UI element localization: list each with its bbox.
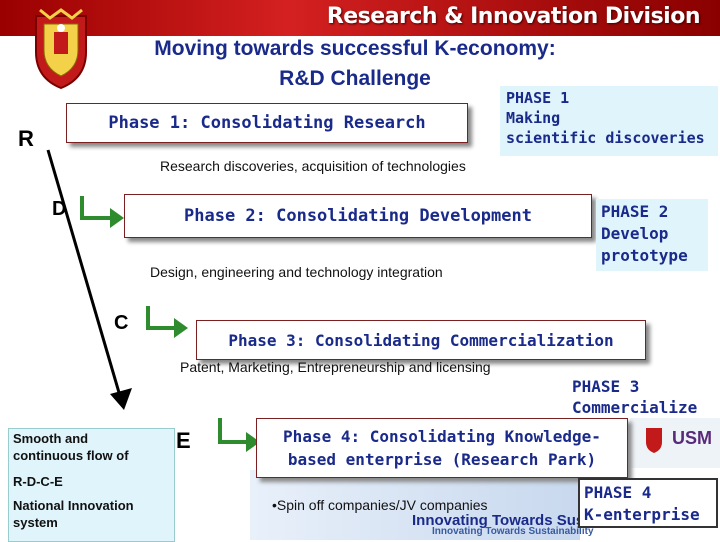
university-crest-icon [35, 8, 87, 90]
slide-title-line1: Moving towards successful K-economy: [154, 37, 556, 60]
phase3-side-title: PHASE 3 [572, 377, 640, 396]
phase2-box: Phase 2: Consolidating Development [124, 194, 592, 238]
panel-line1: Smooth and [13, 431, 89, 446]
footer-brand-line2: Innovating Towards Sustainability [432, 526, 594, 537]
green-arrowhead-d [110, 208, 124, 228]
university-logo: USM [630, 418, 720, 468]
phase4-side-line1: K-enterprise [584, 505, 700, 524]
logo-text: USM [672, 428, 712, 448]
green-arrowhead-c [174, 318, 188, 338]
flow-letter-e: E [176, 428, 191, 453]
phase2-side-box: PHASE 2 Develop prototype [596, 199, 708, 271]
green-arrow-c [146, 306, 176, 330]
phase2-side-line2: prototype [601, 246, 688, 265]
phase4-label-line1: Phase 4: Consolidating Knowledge- [283, 427, 601, 446]
rdce-flow-arrowhead [110, 388, 132, 410]
panel-line4: National Innovation [13, 498, 134, 513]
phase2-side-line1: Develop [601, 224, 669, 243]
phase1-description: Research discoveries, acquisition of tec… [160, 158, 466, 174]
phase2-description: Design, engineering and technology integ… [150, 264, 443, 280]
phase2-side-title: PHASE 2 [601, 202, 669, 221]
logo-crest-icon [646, 428, 662, 453]
phase1-label: Phase 1: Consolidating Research [108, 113, 426, 133]
panel-line3: R-D-C-E [13, 474, 63, 489]
phase4-box: Phase 4: Consolidating Knowledge- based … [256, 418, 628, 478]
phase1-side-line2: scientific discoveries [506, 129, 705, 147]
phase1-side-title: PHASE 1 [506, 89, 570, 107]
phase3-label: Phase 3: Consolidating Commercialization [228, 330, 614, 350]
footer-brand-band [250, 470, 580, 540]
phase3-description: Patent, Marketing, Entrepreneurship and … [180, 359, 491, 375]
phase4-description: •Spin off companies/JV companies [272, 497, 488, 513]
header-banner [0, 0, 720, 36]
phase3-side-line1: Commercialize [572, 398, 698, 417]
phase4-label-line2: based enterprise (Research Park) [287, 450, 597, 469]
phase3-box: Phase 3: Consolidating Commercialization [196, 320, 646, 360]
panel-line5: system [13, 515, 58, 530]
flow-letter-r: R [18, 126, 34, 151]
slide-title-line2: R&D Challenge [279, 67, 431, 90]
phase2-label: Phase 2: Consolidating Development [184, 206, 532, 226]
phase4-side-box: PHASE 4 K-enterprise [578, 478, 718, 528]
phase4-side-title: PHASE 4 [584, 483, 652, 502]
phase1-box: Phase 1: Consolidating Research [66, 103, 468, 143]
phase3-side-box: PHASE 3 Commercialize [572, 376, 720, 420]
division-title: Research & Innovation Division [326, 4, 701, 29]
green-arrow-d [80, 196, 112, 220]
green-arrow-e [218, 418, 248, 444]
rdce-flow-line [46, 149, 122, 397]
flow-letter-d: D [52, 198, 67, 220]
phase1-side-line1: Making [506, 109, 561, 127]
panel-line2: continuous flow of [13, 448, 129, 463]
phase1-side-box: PHASE 1 Making scientific discoveries [500, 86, 718, 156]
flow-letter-c: C [114, 312, 129, 334]
